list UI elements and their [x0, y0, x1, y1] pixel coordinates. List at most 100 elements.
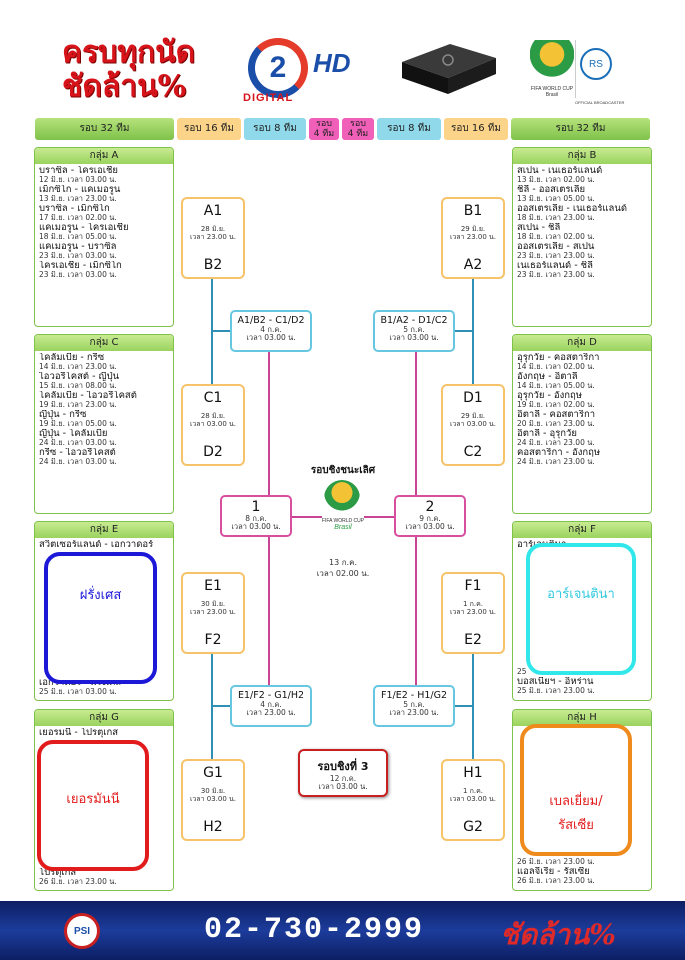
- footer-slogan: ชัดล้าน%: [500, 918, 616, 951]
- group-match-datetime: 12 มิ.ย. เวลา 03.00 น.: [39, 176, 117, 184]
- group-match-datetime: 18 มิ.ย. เวลา 05.00 น.: [39, 233, 117, 241]
- group-e-last-date: 25 มิ.ย. เวลา 03.00 น.: [39, 688, 117, 696]
- group-match-teams: อังกฤษ - อิตาลี: [517, 372, 578, 382]
- group-match-datetime: 24 มิ.ย. เวลา 23.00 น.: [517, 458, 595, 466]
- r16-date: 28 มิ.ย.: [200, 412, 226, 420]
- r16-match-f1-e2: F1 1 ก.ค. เวลา 23.00 น. E2: [441, 572, 505, 654]
- group-match-datetime: 19 มิ.ย. เวลา 23.00 น.: [39, 401, 117, 409]
- annotation-france: ฝรั่งเศส: [44, 552, 157, 684]
- group-match-datetime: 19 มิ.ย. เวลา 05.00 น.: [39, 420, 117, 428]
- group-match-teams: ญี่ปุ่น - โคลัมเบีย: [39, 429, 108, 439]
- group-match-teams: อุรุกวัย - คอสตาริกา: [517, 353, 600, 363]
- annotation-belgium-text: เบลเยี่ยม/: [549, 794, 603, 809]
- r16-team-top: B1: [463, 203, 483, 219]
- group-match-teams: อิตาลี - อุรุกวัย: [517, 429, 577, 439]
- r16-team-bottom: C2: [463, 444, 483, 460]
- final-trophy-logo: [324, 480, 360, 516]
- psi-logo: PSI: [64, 913, 100, 949]
- group-match-teams: แคเมอรูน - โครเอเชีย: [39, 223, 129, 233]
- r16-team-top: H1: [463, 765, 483, 781]
- group-e-title: กลุ่ม E: [35, 522, 173, 538]
- group-match-teams: โคลัมเบีย - กรีซ: [39, 353, 105, 363]
- group-match-datetime: 19 มิ.ย. เวลา 02.00 น.: [517, 401, 595, 409]
- group-match-teams: ญี่ปุ่น - กรีซ: [39, 410, 87, 420]
- qf-teams: F1/E2 - H1/G2: [380, 690, 448, 701]
- r16-match-a1-b2: A1 28 มิ.ย. เวลา 23.00 น. B2: [181, 197, 245, 279]
- sf-match-1: 1 8 ก.ค. เวลา 03.00 น.: [220, 495, 292, 537]
- r16-team-bottom: D2: [203, 444, 223, 460]
- world-cup-logo: [530, 40, 574, 88]
- group-f-partial-date: 25: [517, 668, 527, 676]
- final-date: 13 ก.ค.: [328, 558, 357, 567]
- group-match-datetime: 14 มิ.ย. เวลา 02.00 น.: [517, 363, 595, 371]
- connector-line: [415, 352, 417, 495]
- qf-time: เวลา 03.00 น.: [389, 333, 439, 342]
- group-match-teams: บราซิล - โครเอเชีย: [39, 166, 118, 176]
- group-match-teams: เม็กซิโก - แคเมอรูน: [39, 185, 121, 195]
- r16-date: 1 ก.ค.: [462, 600, 484, 608]
- r16-time: เวลา 03.00 น.: [189, 420, 237, 428]
- channel-number: 2: [269, 51, 287, 84]
- r16-match-g1-h2: G1 30 มิ.ย. เวลา 03.00 น. H2: [181, 759, 245, 841]
- group-match-datetime: 24 มิ.ย. เวลา 23.00 น.: [517, 439, 595, 447]
- r16-team-bottom: A2: [463, 257, 483, 273]
- qf-match-left-1: A1/B2 - C1/D2 4 ก.ค. เวลา 03.00 น.: [230, 310, 312, 352]
- tab-round-16-left: รอบ 16 ทีม: [177, 118, 241, 140]
- promo-line-1: ครบทุกนัด: [62, 35, 196, 70]
- r16-team-bottom: H2: [203, 819, 223, 835]
- group-match-teams: ไอวอรี่โคสต์ - ญี่ปุ่น: [39, 372, 120, 382]
- header-divider: [575, 40, 576, 98]
- group-match-teams: สเปน - ชิลี: [517, 223, 561, 233]
- rs-logo: RS: [580, 48, 612, 80]
- qf-time: เวลา 03.00 น.: [246, 333, 296, 342]
- qf-teams: B1/A2 - D1/C2: [380, 315, 448, 326]
- r16-date: 28 มิ.ย.: [200, 225, 226, 233]
- r16-date: 1 ก.ค.: [462, 787, 484, 795]
- group-f-last-match: บอสเนียฯ - อิหร่าน: [517, 677, 594, 687]
- footer-phone-number: 02-730-2999: [204, 913, 425, 947]
- group-match-teams: สเปน - เนเธอร์แลนด์: [517, 166, 603, 176]
- tab-r4-left-l1: รอบ: [316, 119, 332, 129]
- tab-round-32-right: รอบ 32 ทีม: [511, 118, 650, 140]
- connector-line: [415, 537, 417, 685]
- r16-match-b1-a2: B1 29 มิ.ย. เวลา 23.00 น. A2: [441, 197, 505, 279]
- connector-line: [211, 330, 231, 332]
- sf-date: 8 ก.ค.: [245, 514, 267, 523]
- r16-team-bottom: E2: [464, 632, 482, 648]
- group-h-title: กลุ่ม H: [513, 710, 651, 726]
- connector-line: [472, 654, 474, 760]
- footer-bar: PSI 02-730-2999 ชัดล้าน%: [0, 901, 685, 960]
- r16-time: เวลา 03.00 น.: [449, 420, 497, 428]
- connector-line: [211, 279, 213, 385]
- sf-time: เวลา 03.00 น.: [405, 522, 455, 531]
- group-b-panel: กลุ่ม B สเปน - เนเธอร์แลนด์13 มิ.ย. เวลา…: [512, 147, 652, 327]
- group-match-datetime: 17 มิ.ย. เวลา 02.00 น.: [39, 214, 117, 222]
- tab-round-8-right: รอบ 8 ทีม: [377, 118, 441, 140]
- group-match-datetime: 20 มิ.ย. เวลา 23.00 น.: [517, 420, 595, 428]
- group-f-last-date: 25 มิ.ย. เวลา 23.00 น.: [517, 687, 595, 695]
- group-d-title: กลุ่ม D: [513, 335, 651, 351]
- r16-time: เวลา 23.00 น.: [449, 233, 497, 241]
- annotation-argentina-text: อาร์เจนตินา: [547, 587, 615, 602]
- connector-line: [472, 279, 474, 385]
- group-match-datetime: 24 มิ.ย. เวลา 03.00 น.: [39, 439, 117, 447]
- group-h-last-match: แอลจีเรีย - รัสเซีย: [517, 867, 590, 877]
- official-broadcaster-label: OFFICIAL BROADCASTER: [575, 100, 625, 105]
- tab-r4-left-l2: 4 ทีม: [313, 129, 335, 139]
- group-e-first-match: สวิตเซอร์แลนด์ - เอกวาดอร์: [39, 540, 154, 550]
- group-c-title: กลุ่ม C: [35, 335, 173, 351]
- qf-date: 5 ก.ค.: [403, 700, 425, 709]
- group-match-datetime: 23 มิ.ย. เวลา 03.00 น.: [39, 252, 117, 260]
- group-match-teams: อุรุกวัย - อังกฤษ: [517, 391, 583, 401]
- channel-2-logo: 2: [248, 38, 308, 98]
- qf-date: 4 ก.ค.: [260, 700, 282, 709]
- connector-line: [211, 705, 231, 707]
- qf-time: เวลา 23.00 น.: [246, 708, 296, 717]
- qf-teams: E1/F2 - G1/H2: [237, 690, 305, 701]
- r16-match-e1-f2: E1 30 มิ.ย. เวลา 23.00 น. F2: [181, 572, 245, 654]
